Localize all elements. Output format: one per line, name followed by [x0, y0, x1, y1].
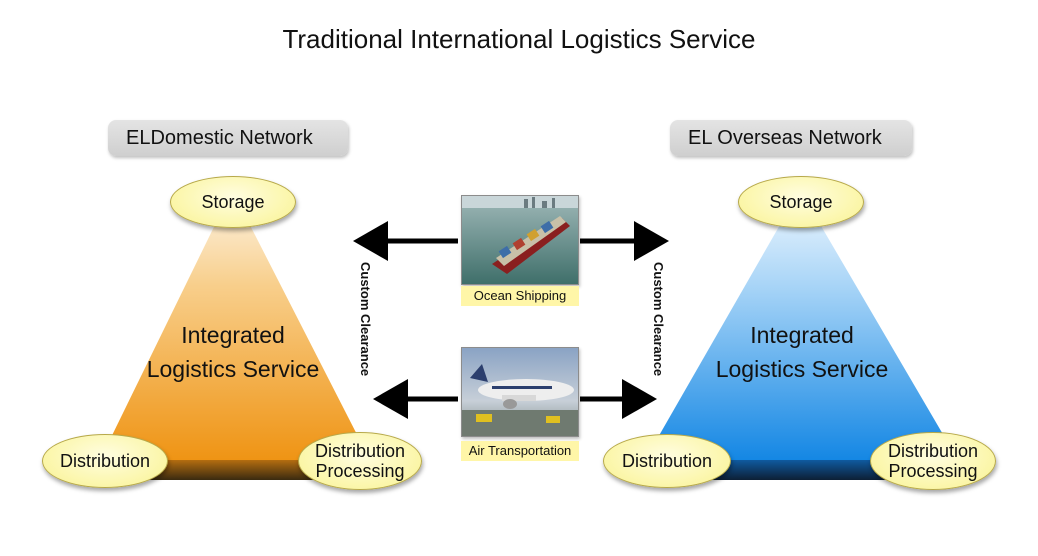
right-center-line2: Logistics Service [715, 356, 889, 382]
diagram-title: Traditional International Logistics Serv… [282, 24, 756, 54]
right-center-line1: Integrated [750, 322, 854, 348]
right-distribution-processing-node: Distribution Processing [870, 432, 996, 490]
right-triangle [645, 190, 958, 460]
right-storage-label: Storage [769, 192, 833, 212]
right-center-text: Integrated Logistics Service [690, 318, 914, 386]
left-distribution-label: Distribution [59, 451, 151, 471]
ocean-shipping-photo [461, 195, 579, 285]
left-storage-node: Storage [170, 176, 296, 228]
air-transportation-label: Air Transportation [461, 441, 579, 461]
left-storage-label: Storage [201, 192, 265, 212]
customs-clearance-left: Custom Clearance [358, 262, 373, 377]
left-center-line2: Logistics Service [146, 356, 320, 382]
air-transportation-photo [461, 347, 579, 437]
right-storage-node: Storage [738, 176, 864, 228]
left-center-line1: Integrated [181, 322, 285, 348]
right-dp-line2: Processing [888, 461, 978, 481]
container-ship-icon [462, 196, 578, 284]
customs-clearance-right: Custom Clearance [651, 262, 666, 377]
airplane-icon [462, 348, 578, 436]
left-center-text: Integrated Logistics Service [120, 318, 346, 386]
ocean-shipping-label: Ocean Shipping [461, 286, 579, 306]
domestic-network-label: ELDomestic Network [108, 120, 348, 156]
left-dp-line2: Processing [315, 461, 405, 481]
right-dp-line1: Distribution [887, 441, 979, 461]
right-distribution-label: Distribution [621, 451, 713, 471]
left-distribution-processing-node: Distribution Processing [298, 432, 422, 490]
left-distribution-node: Distribution [42, 434, 168, 488]
right-distribution-node: Distribution [603, 434, 731, 488]
left-dp-line1: Distribution [314, 441, 406, 461]
overseas-network-label: EL Overseas Network [670, 120, 912, 156]
left-triangle [100, 190, 370, 460]
